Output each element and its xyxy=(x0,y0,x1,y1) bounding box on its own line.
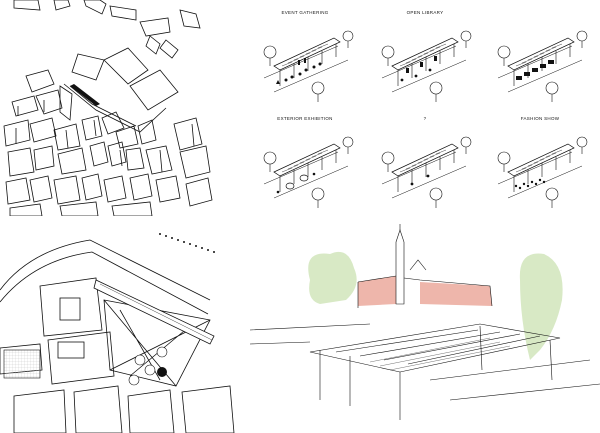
map-block xyxy=(7,147,35,177)
map-block xyxy=(155,175,181,203)
map-block xyxy=(25,69,55,93)
map-block xyxy=(103,175,127,203)
scenario-label-fashion-show: FASHION SHOW xyxy=(520,116,560,121)
tree-wash xyxy=(308,251,357,304)
tree-wash xyxy=(519,253,563,360)
map-block xyxy=(129,69,179,111)
sketch-market xyxy=(497,30,588,103)
plan-block xyxy=(47,331,115,385)
sketch-exterior-exhibition xyxy=(263,136,354,209)
map-block xyxy=(139,17,171,37)
scenario-label-open-library: OPEN LIBRARY xyxy=(406,10,444,15)
map-block xyxy=(53,123,81,151)
map-block xyxy=(109,5,137,21)
plan-street xyxy=(0,239,211,301)
map-block xyxy=(71,53,105,81)
plan-block xyxy=(73,385,123,433)
site-building-dark xyxy=(70,84,100,106)
map-block xyxy=(5,177,31,205)
map-block xyxy=(137,119,157,145)
map-block xyxy=(33,145,55,171)
plan-canopy xyxy=(93,279,215,345)
map-block xyxy=(179,9,201,29)
figure-ground-map xyxy=(3,0,213,216)
plan-dark-tree xyxy=(157,367,167,377)
map-block xyxy=(89,141,109,167)
plan-street xyxy=(0,251,209,315)
map-block xyxy=(59,85,73,121)
map-block xyxy=(53,0,71,11)
plan-tree-dots xyxy=(159,233,215,253)
map-block xyxy=(173,117,203,151)
map-block xyxy=(3,119,31,147)
map-block xyxy=(179,145,211,179)
building-wash xyxy=(420,282,492,306)
map-block xyxy=(11,95,39,117)
map-block xyxy=(53,175,81,205)
plan-trees xyxy=(128,346,168,386)
map-block xyxy=(59,201,99,216)
map-block xyxy=(35,89,63,115)
scenario-label-unknown: ? xyxy=(423,116,427,121)
map-block xyxy=(185,177,213,207)
perspective-sketch xyxy=(250,224,600,420)
plan-block xyxy=(181,385,235,433)
map-block xyxy=(145,35,161,55)
map-block xyxy=(29,175,53,203)
map-block xyxy=(9,203,43,216)
plan-block xyxy=(0,343,43,375)
map-block xyxy=(81,115,103,141)
sketch-fashion-show xyxy=(497,136,588,209)
sketch-open-library xyxy=(381,30,472,103)
map-block xyxy=(83,0,107,15)
map-block xyxy=(103,47,149,85)
site-plan xyxy=(0,233,235,433)
map-block xyxy=(29,117,57,143)
plan-block xyxy=(127,389,175,433)
scenario-label-event-gathering: EVENT GATHERING xyxy=(281,10,329,15)
scenario-sketches xyxy=(263,30,588,209)
canopy-frame xyxy=(309,323,561,373)
scenario-label-exterior-exhibition: EXTERIOR EXHIBITION xyxy=(277,116,333,121)
map-block xyxy=(57,147,87,175)
sketch-event-gathering xyxy=(263,30,354,103)
plan-block xyxy=(13,389,67,433)
plan-paving-grid xyxy=(3,349,41,379)
map-block xyxy=(159,39,179,59)
map-block xyxy=(129,173,153,201)
map-block xyxy=(145,145,173,175)
sketch-unknown xyxy=(381,136,472,209)
map-block xyxy=(13,0,41,11)
church-tower xyxy=(395,229,405,305)
building-wash xyxy=(358,276,396,306)
map-block xyxy=(107,141,127,167)
map-block xyxy=(81,173,103,201)
map-block xyxy=(125,147,145,171)
map-block xyxy=(111,201,153,216)
site-edge xyxy=(69,85,137,127)
site-square-outline xyxy=(63,83,167,133)
plan-block xyxy=(39,277,103,337)
